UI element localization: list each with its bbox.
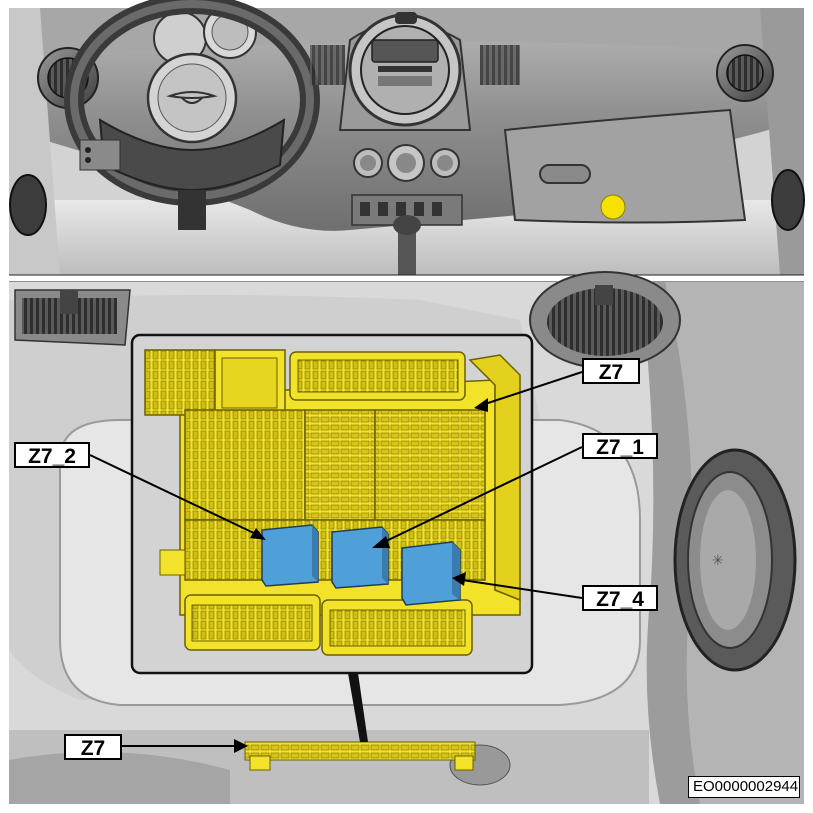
relay-z7-1 [331, 526, 389, 589]
fuse-box-in-situ [244, 741, 476, 771]
label-z7-top: Z7 [582, 358, 640, 384]
panel-divider [9, 275, 804, 282]
inset-pointer [348, 673, 368, 742]
fuse-box-location-marker [600, 194, 626, 220]
door-air-vent: ✳ [673, 448, 797, 672]
glove-box [503, 108, 747, 224]
reference-code: EO0000002944 [688, 776, 800, 798]
label-z7-2: Z7_2 [14, 442, 90, 468]
arrowhead-z7-4 [452, 572, 466, 586]
label-z7-4: Z7_4 [582, 585, 658, 611]
right-air-vent [716, 44, 774, 102]
relay-z7-4 [401, 541, 461, 606]
left-door-vent [9, 174, 47, 236]
arrowhead-z7-2 [250, 528, 266, 540]
right-door-vent [771, 169, 805, 231]
leader-lines [89, 371, 583, 753]
arrowhead-z7-top [474, 398, 488, 412]
fuse-box-inset [130, 333, 534, 742]
brand-logo-icon [166, 91, 218, 104]
fuse-box-z7 [144, 349, 521, 656]
left-grille [14, 289, 131, 346]
leader-z7-1 [381, 446, 583, 544]
arrowhead-z7-1 [372, 536, 390, 548]
dashboard-overview [9, 0, 805, 275]
label-z7-bottom: Z7 [64, 734, 122, 760]
steering-wheel [64, 0, 320, 230]
leader-z7-4 [461, 579, 583, 599]
leader-z7-top [481, 371, 583, 406]
relay-z7-2 [261, 524, 319, 587]
leader-z7-2 [89, 454, 259, 536]
dashboard-center-vent [529, 271, 681, 369]
svg-text:✳: ✳ [712, 553, 724, 569]
label-z7-1: Z7_1 [582, 433, 658, 459]
center-stack [338, 12, 472, 275]
arrowhead-z7-bottom [234, 739, 248, 753]
